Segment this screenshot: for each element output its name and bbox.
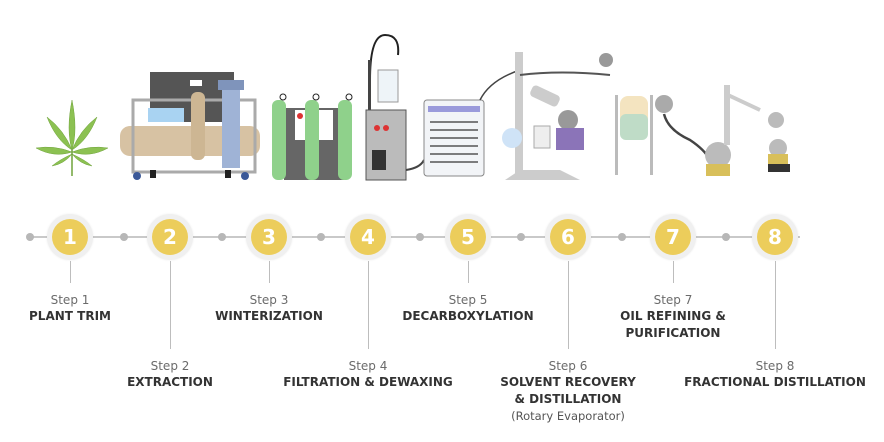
reactor-vessel-icon xyxy=(615,95,712,175)
step-name: PLANT TRIM xyxy=(29,309,111,323)
step-connector xyxy=(775,261,776,349)
distillation-flask-icon xyxy=(705,85,790,176)
cannabis-leaf-icon xyxy=(35,99,109,176)
timeline-line xyxy=(30,236,800,238)
step-circle: 6 xyxy=(545,214,591,260)
step-label: Step 3 WINTERIZATION xyxy=(215,292,323,325)
rotary-evaporator-icon xyxy=(502,52,613,180)
step-connector xyxy=(673,261,674,283)
step-label: Step 8 FRACTIONAL DISTILLATION xyxy=(684,358,866,391)
timeline-dot xyxy=(26,233,34,241)
step-index-text: Step 4 xyxy=(348,359,388,373)
step-index-text: Step 6 xyxy=(548,359,588,373)
step-name: SOLVENT RECOVERY xyxy=(500,375,636,389)
step-index-text: Step 7 xyxy=(653,293,693,307)
step-circle: 5 xyxy=(445,214,491,260)
step-subtitle: (Rotary Evaporator) xyxy=(511,409,625,423)
step-label: Step 4 FILTRATION & DEWAXING xyxy=(283,358,453,391)
step-label: Step 5 DECARBOXYLATION xyxy=(402,292,533,325)
timeline-dot xyxy=(618,233,626,241)
step-number: 5 xyxy=(450,219,486,255)
step-label: Step 6 SOLVENT RECOVERY & DISTILLATION (Rot… xyxy=(500,358,636,424)
step-circle: 4 xyxy=(345,214,391,260)
step-circle: 3 xyxy=(246,214,292,260)
step-number: 1 xyxy=(52,219,88,255)
step-connector xyxy=(269,261,270,283)
step-label: Step 2 EXTRACTION xyxy=(127,358,213,391)
step-name: EXTRACTION xyxy=(127,375,213,389)
step-number: 4 xyxy=(350,219,386,255)
step-index-text: Step 5 xyxy=(448,293,488,307)
step-connector xyxy=(568,261,569,349)
step-name: WINTERIZATION xyxy=(215,309,323,323)
step-circle: 2 xyxy=(147,214,193,260)
step-connector xyxy=(170,261,171,349)
step-name: FRACTIONAL DISTILLATION xyxy=(684,375,866,389)
step-name: FILTRATION & DEWAXING xyxy=(283,375,453,389)
step-label: Step 1 PLANT TRIM xyxy=(29,292,111,325)
step-index-text: Step 2 xyxy=(150,359,190,373)
step-index-text: Step 3 xyxy=(249,293,289,307)
step-number: 7 xyxy=(655,219,691,255)
extraction-machine-icon xyxy=(120,72,260,180)
step-connector xyxy=(70,261,71,283)
step-name: & DISTILLATION xyxy=(514,392,622,406)
step-name: PURIFICATION xyxy=(625,326,721,340)
step-connector xyxy=(468,261,469,283)
step-circle: 8 xyxy=(752,214,798,260)
step-name: OIL REFINING & xyxy=(620,309,726,323)
step-number: 6 xyxy=(550,219,586,255)
timeline-dot xyxy=(517,233,525,241)
oven-icon xyxy=(423,69,521,177)
step-index-text: Step 8 xyxy=(755,359,795,373)
timeline-dot xyxy=(120,233,128,241)
step-label: Step 7 OIL REFINING & PURIFICATION xyxy=(620,292,726,342)
step-number: 3 xyxy=(251,219,287,255)
filtration-stand-icon xyxy=(365,33,425,181)
step-index-text: Step 1 xyxy=(50,293,90,307)
step-name: DECARBOXYLATION xyxy=(402,309,534,323)
step-number: 2 xyxy=(152,219,188,255)
gas-cylinders-icon xyxy=(272,93,353,180)
step-connector xyxy=(368,261,369,349)
step-circle: 7 xyxy=(650,214,696,260)
step-number: 8 xyxy=(757,219,793,255)
timeline-dot xyxy=(317,233,325,241)
timeline-dot xyxy=(218,233,226,241)
equipment-illustrations xyxy=(35,33,790,181)
timeline-dot xyxy=(722,233,730,241)
step-circle: 1 xyxy=(47,214,93,260)
timeline-dot xyxy=(416,233,424,241)
